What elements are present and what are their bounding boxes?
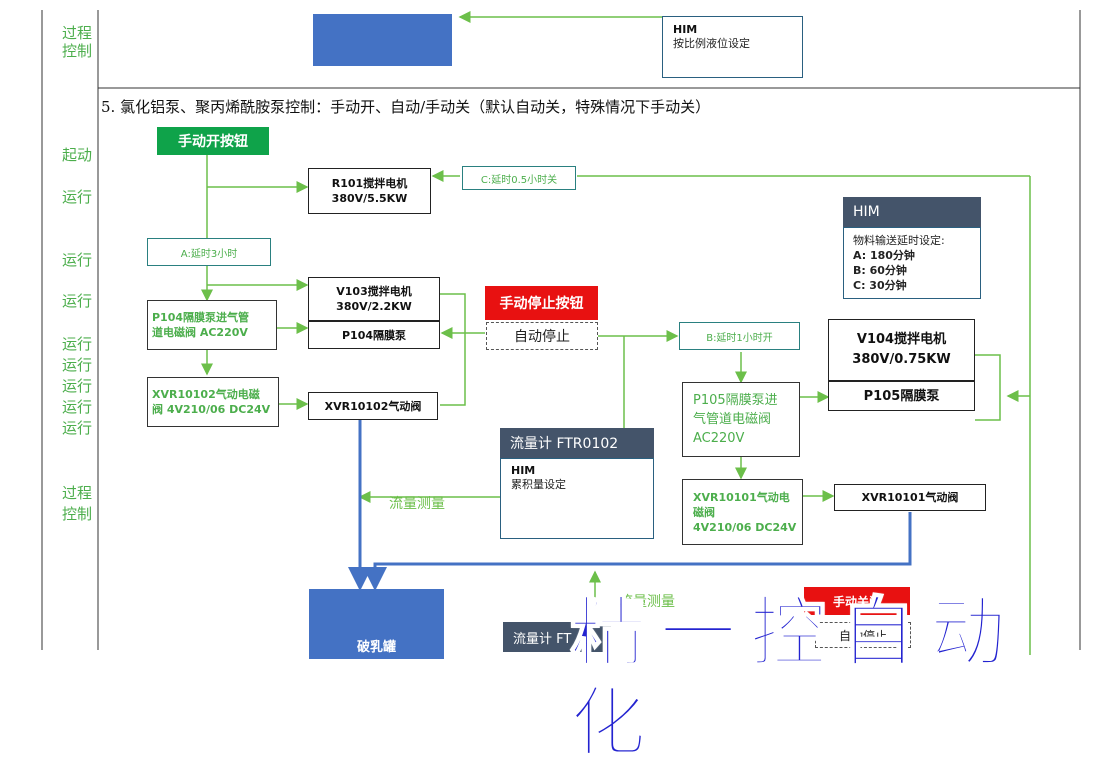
r101-line1: R101搅拌电机: [331, 177, 408, 190]
r101-line2: 380V/5.5KW: [331, 192, 408, 205]
flow-measure-label-2: 流量测量: [619, 594, 675, 610]
p105-valve-line1: P105隔膜泵进: [693, 393, 778, 408]
side-label-process: 过程 控制: [62, 484, 93, 523]
watermark-text: 精一控自动化: [569, 587, 1020, 768]
bottom-manual-stop-button[interactable]: 手动关闭: [804, 587, 910, 615]
him-right-line0: 物料输送延时设定:: [853, 234, 945, 247]
him-right-panel: 物料输送延时设定: A: 180分钟 B: 60分钟 C: 30分钟: [843, 227, 981, 299]
v103-line1: V103搅拌电机: [336, 285, 412, 298]
v103-line2: 380V/2.2KW: [336, 300, 412, 313]
xvr10101-solenoid-box: XVR10101气动电 磁阀 4V210/06 DC24V: [682, 479, 803, 545]
side-label-top-process: 过程 控制: [62, 24, 93, 60]
xvr10102-solenoid-box: XVR10102气动电磁 阀 4V210/06 DC24V: [147, 377, 279, 427]
v104-line2: 380V/0.75KW: [852, 352, 951, 367]
manual-on-button[interactable]: 手动开按钮: [157, 127, 269, 155]
p104-valve-line2: 道电磁阀 AC220V: [152, 326, 248, 339]
auto-stop-box: 自动停止: [486, 322, 598, 350]
manual-stop-button[interactable]: 手动停止按钮: [485, 286, 598, 320]
breaking-tank-label: 破乳罐: [356, 640, 396, 655]
flow-measure-label-1: 流量测量: [389, 496, 445, 512]
flowmeter-him-title: HIM: [511, 464, 536, 477]
flowmeter-2-header: 流量计 FT: [503, 622, 611, 652]
him-right-line1: A: 180分钟: [853, 249, 915, 262]
him-right-line3: C: 30分钟: [853, 279, 907, 292]
xvr10102-solenoid-line1: XVR10102气动电磁: [152, 388, 260, 401]
top-him-title: HIM: [673, 23, 698, 36]
side-label-run-3: 运行: [62, 292, 93, 310]
him-right-header: HIM: [843, 197, 981, 227]
side-label-run-2: 运行: [62, 251, 93, 269]
connection-lines: [41, 10, 1081, 655]
xvr10101-solenoid-line2: 磁阀: [693, 505, 715, 519]
xvr10101-solenoid-line3: 4V210/06 DC24V: [693, 520, 797, 534]
him-right-line2: B: 60分钟: [853, 264, 907, 277]
bottom-auto-stop-box: 自动停止: [815, 622, 911, 648]
top-him-text: 按比例液位设定: [673, 37, 750, 50]
xvr10101-solenoid-line1: XVR10101气动电: [693, 490, 790, 504]
p105-valve-line2: 气管道电磁阀: [693, 412, 772, 427]
xvr10101-valve-box: XVR10101气动阀: [834, 484, 986, 511]
p105-pump-box: P105隔膜泵: [828, 381, 975, 411]
xvr10102-valve-box: XVR10102气动阀: [308, 392, 438, 420]
xvr10102-solenoid-line2: 阀 4V210/06 DC24V: [152, 403, 271, 416]
top-blue-block: [313, 14, 452, 66]
v103-motor-box: V103搅拌电机 380V/2.2KW: [308, 277, 440, 321]
p104-solenoid-valve-box: P104隔膜泵进气管 道电磁阀 AC220V: [147, 300, 277, 350]
p105-solenoid-valve-box: P105隔膜泵进 气管道电磁阀 AC220V: [682, 382, 800, 457]
p104-valve-line1: P104隔膜泵进气管: [152, 311, 250, 324]
section-5-title: 5. 氯化铝泵、聚丙烯酰胺泵控制：手动开、自动/手动关（默认自动关，特殊情况下手…: [101, 98, 711, 116]
v104-line1: V104搅拌电机: [856, 332, 947, 347]
flowmeter-him-text: 累积量设定: [511, 478, 566, 491]
delay-c-label: C:延时0.5小时关: [462, 166, 576, 190]
top-him-panel: HIM 按比例液位设定: [662, 16, 803, 78]
side-label-start: 起动: [62, 146, 93, 164]
delay-a-label: A:延时3小时: [147, 238, 271, 266]
delay-b-label: B:延时1小时开: [679, 322, 800, 350]
side-label-run-group: 运行 运行 运行 运行 运行: [62, 335, 93, 437]
r101-motor-box: R101搅拌电机 380V/5.5KW: [308, 168, 431, 214]
flowmeter-ftr0102-header: 流量计 FTR0102: [500, 428, 654, 458]
side-label-run-1: 运行: [62, 188, 93, 206]
v104-motor-box: V104搅拌电机 380V/0.75KW: [828, 319, 975, 381]
flowmeter-ftr0102-panel: HIM 累积量设定: [500, 458, 654, 539]
p104-pump-box: P104隔膜泵: [308, 321, 440, 349]
breaking-tank-block: 破乳罐: [309, 589, 444, 659]
p105-valve-line3: AC220V: [693, 431, 745, 446]
